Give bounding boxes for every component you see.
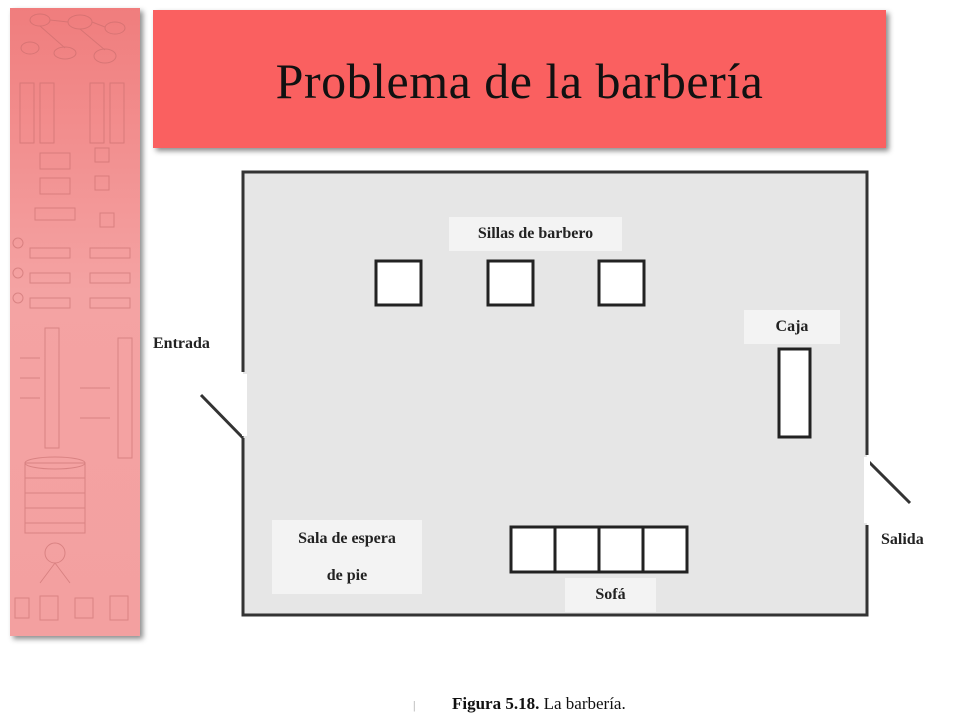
page-title: Problema de la barbería [275,53,764,109]
barber-chairs-label: Sillas de barbero [449,217,622,251]
barber-chair [374,259,423,307]
room-wall-bottom [241,438,869,617]
exit-label: Salida [881,531,924,548]
exit-door [865,458,912,505]
cashier-label: Caja [744,310,840,344]
sofa-seat [597,525,645,574]
sofa-seat [553,525,601,574]
title-banner: Problema de la barbería [153,10,886,148]
entrance-opening [242,374,247,436]
faint-flowchart-graphic [12,13,133,621]
standing-room-label: Sala de espera de pie [272,520,422,594]
sofa-label: Sofá [565,578,656,612]
caption-marker: | [413,698,416,712]
decorative-side-strip [10,8,140,636]
room-wall-top-left [241,170,869,455]
cashier-counter [777,347,812,439]
figure-caption: Figura 5.18. La barbería. [452,694,626,714]
figure-number: Figura 5.18. [452,694,540,713]
barber-chair [597,259,646,307]
sofa-seat [641,525,689,574]
figure-caption-text: La barbería. [543,694,626,713]
standing-room-label-line2: de pie [326,567,368,584]
entrance-label: Entrada [153,335,210,352]
entrance-door [199,393,245,440]
barber-chair [486,259,535,307]
exit-opening [864,457,870,523]
standing-room-label-line1: Sala de espera [298,530,396,547]
sofa-seat [509,525,557,574]
